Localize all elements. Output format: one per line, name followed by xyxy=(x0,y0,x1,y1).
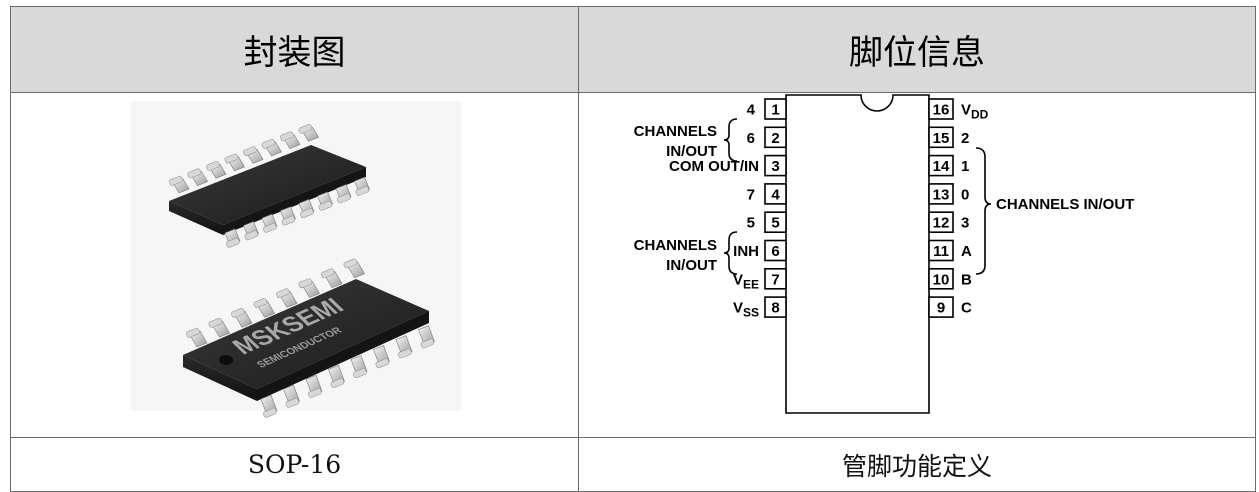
chip-lead-foot xyxy=(231,308,245,318)
chip-lead-foot xyxy=(321,268,335,279)
right-pin-label: VDD xyxy=(961,102,989,122)
chip-lead-foot xyxy=(285,397,300,408)
left-pin-label: 5 xyxy=(747,215,755,232)
package-image-cell: MSKSEMI SEMICONDUCTOR xyxy=(10,92,579,438)
left-pin-number: 4 xyxy=(771,186,780,203)
left-pin-3: 3 COM OUT/IN xyxy=(669,154,787,177)
ic-body-outline xyxy=(785,94,930,414)
chip-lead-foot xyxy=(318,200,333,211)
left-pin-label: COM OUT/IN xyxy=(669,158,759,175)
left-pin-number: 6 xyxy=(771,243,779,260)
left-pin-5: 55 xyxy=(747,211,787,233)
left-pin-label: 4 xyxy=(747,102,756,119)
chip-lead-foot xyxy=(375,358,390,369)
chip-lead-foot xyxy=(224,153,239,164)
right-pin-label: C xyxy=(961,300,972,317)
left-pin-2: 26 xyxy=(747,126,787,149)
chip-lead-foot xyxy=(298,278,313,289)
chip-lead-foot xyxy=(226,237,240,248)
left-pin-number: 2 xyxy=(771,130,779,147)
left-pin-label: 6 xyxy=(747,130,755,147)
right-pin-label: 1 xyxy=(961,158,969,175)
right-pin-number: 12 xyxy=(933,215,950,232)
pinout-header: 脚位信息 xyxy=(578,6,1256,93)
right-pin-number: 16 xyxy=(933,102,950,119)
chip-lead-foot xyxy=(398,348,412,359)
right-pin-label: 3 xyxy=(961,215,969,232)
left-pin-number: 7 xyxy=(771,271,779,288)
chip-lead-foot xyxy=(253,298,268,308)
chip-lead-foot xyxy=(243,146,257,157)
right-pin-16: 16 VDD xyxy=(928,98,989,122)
right-pin-10: 10 B xyxy=(928,268,972,290)
left-top-group-line1: CHANNELS xyxy=(634,123,717,140)
right-pin-number: 11 xyxy=(933,243,949,260)
right-pin-label: 2 xyxy=(961,130,969,147)
right-pin-number: 13 xyxy=(933,186,950,203)
right-pin-label: A xyxy=(961,243,972,260)
chip-lead-foot xyxy=(186,327,200,338)
chip-lead-foot xyxy=(263,223,277,233)
right-group-label: CHANNELS IN/OUT xyxy=(996,196,1134,213)
chip-lead-foot xyxy=(300,208,314,219)
right-pin-number: 10 xyxy=(933,271,950,288)
left-pin-label: VSS xyxy=(733,300,759,320)
chip-lead-foot xyxy=(280,131,294,142)
chip-lead-foot xyxy=(187,168,202,179)
right-pin-number: 9 xyxy=(937,300,945,317)
chip-lead-foot xyxy=(298,124,313,134)
left-pin-number: 5 xyxy=(771,215,779,232)
right-pin-number: 15 xyxy=(933,130,950,147)
chip-lead-foot xyxy=(281,215,296,226)
package-pinout-table: 封装图 脚位信息 xyxy=(10,6,1256,492)
left-pin-label: INH xyxy=(733,243,759,260)
right-pin-12: 12 3 xyxy=(928,211,969,233)
left-pin-number: 8 xyxy=(771,300,779,317)
left-top-brace xyxy=(723,118,738,162)
chip-lead-foot xyxy=(261,138,276,149)
left-pin-6: 6 INH xyxy=(733,239,787,262)
chip-lead-foot xyxy=(353,368,367,379)
front-chip: MSKSEMI SEMICONDUCTOR xyxy=(183,258,435,418)
chip-lead-foot xyxy=(330,378,345,388)
right-pin-13: 13 0 xyxy=(928,183,969,205)
left-bottom-group-line1: CHANNELS xyxy=(634,237,717,254)
chip-lead-foot xyxy=(276,288,290,299)
sop16-chip-photo: MSKSEMI SEMICONDUCTOR xyxy=(131,101,461,418)
chip-lead-foot xyxy=(206,161,220,171)
left-pin-4: 47 xyxy=(747,183,787,205)
left-pin-number: 3 xyxy=(771,158,779,175)
pinout-caption: 管脚功能定义 xyxy=(578,437,1256,492)
chip-lead-foot xyxy=(343,258,358,269)
package-name: SOP-16 xyxy=(10,437,579,492)
right-pin-label: B xyxy=(961,271,972,288)
chip-lead-foot xyxy=(169,175,183,186)
chip-lead-foot xyxy=(208,317,223,328)
chip-lead-foot xyxy=(355,186,370,196)
left-bottom-brace xyxy=(723,231,738,275)
left-top-group-line2: IN/OUT xyxy=(666,143,717,160)
left-bottom-group-line2: IN/OUT xyxy=(666,257,717,274)
chip-lead-foot xyxy=(420,338,435,349)
right-pin-15: 15 2 xyxy=(928,126,969,149)
right-pin-label: 0 xyxy=(961,186,969,203)
right-brace xyxy=(975,147,992,275)
left-pin-1: 14 xyxy=(747,98,787,120)
left-pin-label: 7 xyxy=(747,186,755,203)
left-pin-number: 1 xyxy=(771,102,779,119)
package-header: 封装图 xyxy=(10,6,579,93)
chip-lead-foot xyxy=(337,193,351,204)
left-pin-8: 8 VSS xyxy=(733,296,787,320)
right-pin-14: 14 1 xyxy=(928,154,969,177)
chip-lead-foot xyxy=(244,230,259,241)
right-pin-11: 11 A xyxy=(928,239,972,262)
back-chip xyxy=(169,124,370,248)
chip-lead-foot xyxy=(308,388,322,398)
right-pin-number: 14 xyxy=(933,158,950,175)
chip-lead-foot xyxy=(263,407,277,418)
